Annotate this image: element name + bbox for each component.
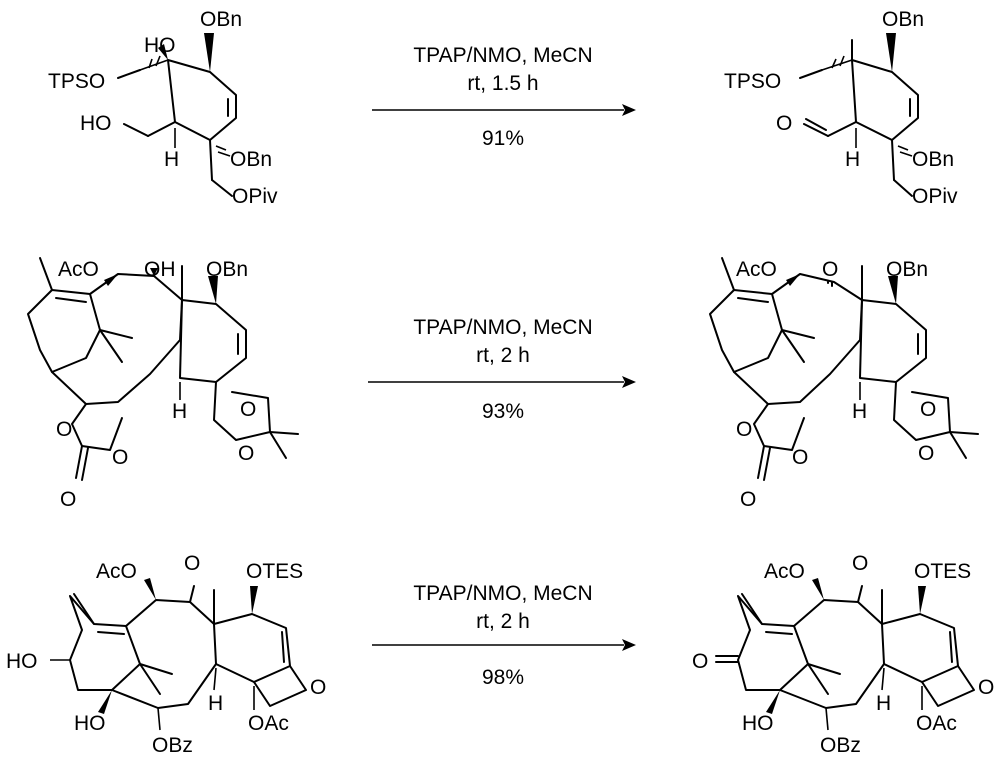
r3-sub-label-1: O (184, 552, 200, 575)
r2-sub-label-2: OBn (206, 258, 248, 281)
r2-sub-label-1: OH (144, 258, 176, 281)
r3-sub-label-3: HO (6, 650, 38, 673)
r3-conditions-line1: TPAP/NMO, MeCN (413, 582, 592, 605)
r2-sub-label-7: O (240, 398, 256, 421)
reaction-3-arrow: TPAP/NMO, MeCN rt, 2 h 98% (372, 582, 636, 689)
r1-sub-label-0: OBn (200, 8, 242, 31)
r2-conditions-line1: TPAP/NMO, MeCN (413, 316, 592, 339)
r1-prod-label-4: OBn (912, 148, 954, 171)
reaction-3-substrate: AcO O OTES HO H O HO OBz OAc (6, 552, 326, 757)
r1-sub-label-1: HO (144, 34, 176, 57)
r3-prod-label-7: OBz (820, 734, 861, 757)
r1-prod-label-2: O (776, 112, 792, 135)
r3-sub-label-0: AcO (96, 560, 137, 583)
r2-prod-label-4: O (736, 418, 752, 441)
r1-prod-label-3: H (845, 148, 860, 171)
r1-sub-label-4: H (164, 148, 179, 171)
r2-sub-label-8: O (238, 442, 254, 465)
r3-conditions-line2: rt, 2 h (476, 610, 530, 633)
r2-prod-label-5: O (792, 446, 808, 469)
r1-prod-label-1: TPSO (724, 70, 781, 93)
r2-prod-label-3: H (852, 400, 867, 423)
r2-prod-label-8: O (918, 442, 934, 465)
r3-prod-label-3: O (692, 650, 708, 673)
r3-prod-label-8: OAc (916, 712, 957, 735)
r2-sub-label-0: AcO (58, 258, 99, 281)
r3-yield: 98% (482, 666, 524, 689)
r3-prod-label-0: AcO (764, 560, 805, 583)
r3-sub-label-2: OTES (246, 560, 303, 583)
r3-sub-label-6: HO (74, 712, 106, 735)
r1-sub-label-6: OPiv (232, 185, 278, 208)
r2-prod-label-7: O (920, 398, 936, 421)
r2-prod-label-1: O (822, 258, 838, 281)
r2-prod-label-0: AcO (736, 258, 777, 281)
r2-sub-label-3: H (172, 400, 187, 423)
r2-sub-label-4: O (56, 418, 72, 441)
r3-prod-label-1: O (852, 552, 868, 575)
reaction-1-product: OBn TPSO O H OBn OPiv (724, 8, 958, 208)
r1-conditions-line2: rt, 1.5 h (467, 72, 538, 95)
r3-prod-label-5: O (978, 676, 994, 699)
reaction-2-product: AcO O OBn H O O O O O (709, 257, 979, 511)
r3-prod-label-6: HO (742, 712, 774, 735)
reaction-1-arrow: TPAP/NMO, MeCN rt, 1.5 h 91% (372, 44, 636, 150)
r1-prod-label-5: OPiv (912, 185, 958, 208)
r1-yield: 91% (482, 127, 524, 150)
reaction-2-arrow: TPAP/NMO, MeCN rt, 2 h 93% (368, 316, 636, 423)
r3-sub-label-8: OAc (248, 712, 289, 735)
r1-sub-label-3: HO (80, 112, 112, 135)
r3-sub-label-4: H (208, 692, 223, 715)
r2-sub-label-6: O (60, 488, 76, 511)
r2-prod-label-2: OBn (886, 258, 928, 281)
reaction-2-substrate: AcO OH OBn H O O O O O (27, 257, 299, 511)
r2-conditions-line2: rt, 2 h (476, 344, 530, 367)
reaction-1-substrate: OBn HO TPSO HO H OBn OPiv (48, 8, 278, 208)
r2-yield: 93% (482, 400, 524, 423)
reaction-3-product: AcO O OTES O H O HO OBz OAc (692, 552, 994, 757)
r1-sub-label-5: OBn (230, 148, 272, 171)
r3-sub-label-5: O (310, 676, 326, 699)
r3-prod-label-4: H (876, 692, 891, 715)
r2-prod-label-6: O (740, 488, 756, 511)
r3-prod-label-2: OTES (914, 560, 971, 583)
r3-sub-label-7: OBz (152, 734, 193, 757)
r1-conditions-line1: TPAP/NMO, MeCN (413, 44, 592, 67)
r1-sub-label-2: TPSO (48, 70, 105, 93)
r1-prod-label-0: OBn (882, 8, 924, 31)
r2-sub-label-5: O (112, 446, 128, 469)
